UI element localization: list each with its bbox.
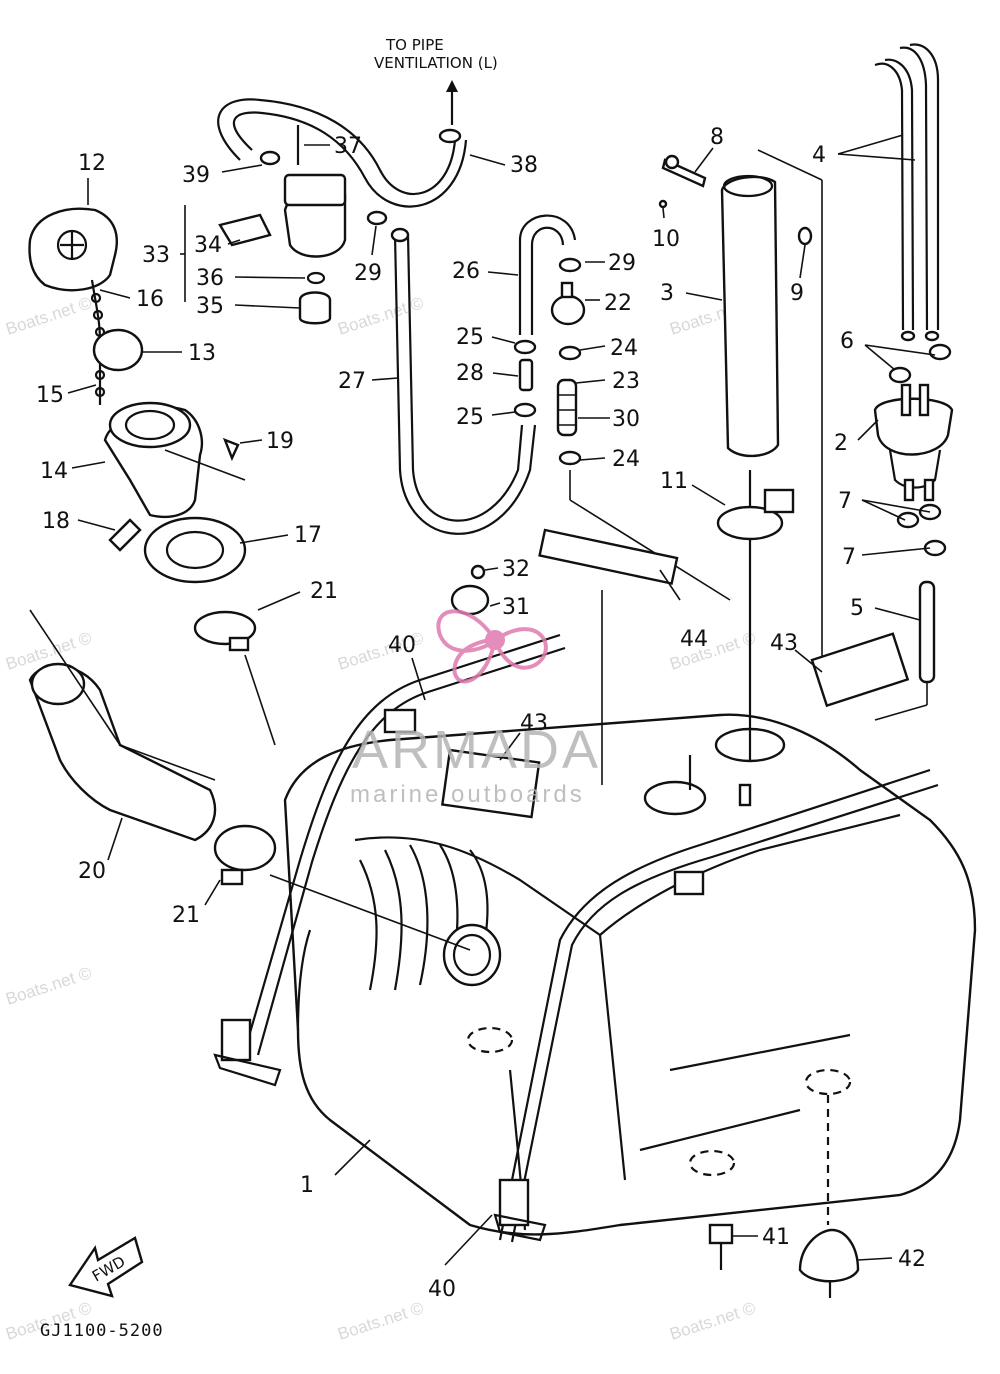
propeller-logo-icon (436, 609, 548, 684)
strap-part-40 (213, 633, 939, 1243)
callout-label: 14 (40, 459, 68, 484)
brand-logo: ARMADA marine outboards (350, 609, 601, 808)
vent-hose-part-38 (217, 80, 468, 208)
pin-part-10 (658, 199, 668, 209)
callout-label: 16 (136, 287, 164, 312)
callout-label: 18 (42, 509, 70, 534)
fuel-cap-part-12 (28, 207, 144, 405)
filler-neck-part-14 (103, 401, 246, 519)
callout-label: 39 (182, 163, 210, 188)
callout-label: 23 (612, 369, 640, 394)
fasteners-group (108, 437, 860, 1298)
callout-label: 19 (266, 429, 294, 454)
vent-hose-part-26 (518, 214, 577, 335)
watermark-text: Boats.net © (335, 293, 426, 339)
watermark-text: Boats.net © (3, 293, 94, 339)
callout-label: 29 (354, 261, 382, 286)
washer-part-9 (797, 226, 813, 246)
callout-label: 33 (142, 243, 170, 268)
callout-label: 12 (78, 151, 106, 176)
fwd-arrow-icon: FWD (68, 1236, 144, 1298)
callout-label: 22 (604, 291, 632, 316)
callout-label: 17 (294, 523, 322, 548)
callout-label: 15 (36, 383, 64, 408)
callout-label: 10 (652, 227, 680, 252)
pipe-note-line-2: VENTILATION (L) (374, 54, 498, 72)
callout-layer: 1 2 3 4 5 6 7 7 8 9 10 11 12 13 14 15 16 (36, 125, 936, 1302)
callout-label: 40 (388, 633, 416, 658)
callout-label: 21 (172, 903, 200, 928)
watermark-text: Boats.net © (3, 963, 94, 1009)
clamp-part-21 (193, 610, 471, 951)
callout-label: 11 (660, 469, 688, 494)
callout-label: 43 (520, 711, 548, 736)
callout-label: 28 (456, 361, 484, 386)
bolt-part-8 (661, 154, 707, 188)
callout-label: 32 (502, 557, 530, 582)
watermark-text: Boats.net © (667, 1298, 758, 1344)
callout-label: 1 (300, 1173, 314, 1198)
callout-label: 24 (610, 336, 638, 361)
callout-label: 37 (334, 134, 362, 159)
callout-label: 36 (196, 266, 224, 291)
callout-label: 42 (898, 1247, 926, 1272)
gasket-part-17 (143, 516, 247, 584)
pad-part-44 (538, 528, 679, 585)
callout-label: 8 (710, 125, 724, 150)
fittings-group (259, 125, 731, 601)
callout-label: 4 (812, 143, 826, 168)
brand-name: ARMADA (352, 720, 601, 780)
callout-label: 29 (608, 251, 636, 276)
fuel-filter-part-2 (873, 383, 954, 502)
callout-label: 38 (510, 153, 538, 178)
callout-label: 24 (612, 447, 640, 472)
callout-label: 35 (196, 294, 224, 319)
watermark-text: Boats.net © (335, 1298, 426, 1344)
callout-label: 43 (770, 631, 798, 656)
callout-label: 7 (842, 545, 856, 570)
callout-label: 7 (838, 489, 852, 514)
vent-hose-part-27 (390, 227, 537, 535)
callout-label: 34 (194, 233, 222, 258)
callout-label: 30 (612, 407, 640, 432)
callout-label: 44 (680, 627, 708, 652)
callout-label: 3 (660, 281, 674, 306)
fuel-tank-part-1 (283, 713, 977, 1236)
band-part-11 (716, 488, 795, 541)
vent-valve-part-33 (184, 173, 347, 325)
pipe-part-5 (874, 580, 936, 721)
callout-label: 25 (456, 405, 484, 430)
callout-label: 27 (338, 369, 366, 394)
pad-part-43 (810, 632, 910, 708)
callout-label: 21 (310, 579, 338, 604)
callout-label: 9 (790, 281, 804, 306)
filler-hose-part-20 (28, 609, 217, 842)
callout-label: 26 (452, 259, 480, 284)
callout-label: 31 (502, 595, 530, 620)
callout-label: 20 (78, 859, 106, 884)
fuel-lines-part-4 (874, 43, 940, 342)
callout-label: 41 (762, 1225, 790, 1250)
callout-label: 25 (456, 325, 484, 350)
callout-label: 2 (834, 431, 848, 456)
callout-label: 40 (428, 1277, 456, 1302)
brand-tagline: marine outboards (350, 781, 585, 808)
pad-part-43 (440, 748, 541, 819)
callout-label: 5 (850, 596, 864, 621)
callout-label: 13 (188, 341, 216, 366)
callout-label: 6 (840, 329, 854, 354)
diagram-code: GJ1100-5200 (40, 1321, 164, 1341)
clips-part-6-7 (888, 343, 952, 557)
pipe-note-line-1: TO PIPE (385, 36, 444, 54)
